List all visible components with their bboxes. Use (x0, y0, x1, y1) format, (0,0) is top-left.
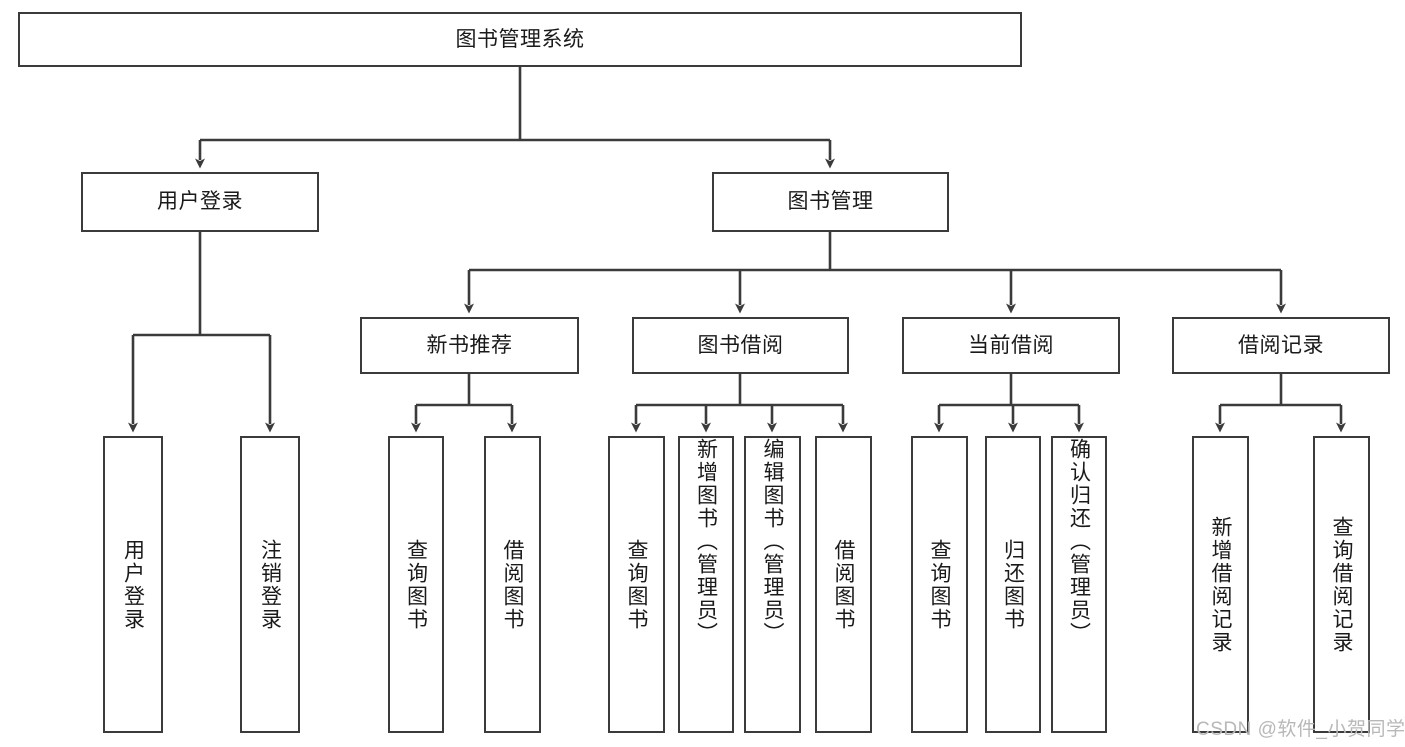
node-new-book-recommend-label: 新书推荐 (426, 333, 513, 357)
node-new-book-recommend[interactable]: 新书推荐 (360, 317, 579, 374)
node-book-manage-label: 图书管理 (787, 190, 874, 214)
leaf-confirm-return-admin-label: 确认归还（管理员） (1067, 438, 1091, 645)
node-book-borrow-label: 图书借阅 (697, 333, 784, 357)
node-borrow-record[interactable]: 借阅记录 (1172, 317, 1390, 374)
leaf-add-book-admin-label: 新增图书（管理员） (694, 438, 718, 645)
node-current-borrow-label: 当前借阅 (968, 333, 1054, 357)
leaf-query-book-1[interactable]: 查询图书 (388, 436, 444, 733)
leaf-return-book[interactable]: 归还图书 (985, 436, 1041, 733)
leaf-borrow-book-2[interactable]: 借阅图书 (815, 436, 872, 733)
leaf-return-book-label: 归还图书 (1001, 538, 1025, 631)
leaf-query-book-1-label: 查询图书 (404, 538, 428, 631)
csdn-watermark: CSDN @软件_小贺同学 (1196, 719, 1405, 740)
leaf-user-login[interactable]: 用户登录 (103, 436, 163, 733)
node-current-borrow[interactable]: 当前借阅 (902, 317, 1120, 374)
leaf-confirm-return-admin[interactable]: 确认归还（管理员） (1051, 436, 1107, 733)
leaf-edit-book-admin-label: 编辑图书（管理员） (761, 438, 784, 645)
node-user-login-label: 用户登录 (157, 190, 243, 214)
leaf-query-book-3[interactable]: 查询图书 (911, 436, 968, 733)
leaf-borrow-book-2-label: 借阅图书 (832, 538, 855, 631)
leaf-borrow-book-1[interactable]: 借阅图书 (484, 436, 541, 733)
leaf-add-book-admin[interactable]: 新增图书（管理员） (678, 436, 734, 733)
leaf-query-book-2-label: 查询图书 (625, 538, 648, 631)
node-book-manage[interactable]: 图书管理 (712, 172, 949, 232)
leaf-query-book-2[interactable]: 查询图书 (608, 436, 665, 733)
leaf-edit-book-admin[interactable]: 编辑图书（管理员） (744, 436, 801, 733)
leaf-query-borrow-record[interactable]: 查询借阅记录 (1313, 436, 1370, 733)
node-root-label: 图书管理系统 (455, 27, 585, 51)
node-user-login[interactable]: 用户登录 (81, 172, 319, 232)
leaf-user-login-label: 用户登录 (121, 538, 145, 631)
leaf-add-borrow-record-label: 新增借阅记录 (1209, 515, 1232, 654)
leaf-add-borrow-record[interactable]: 新增借阅记录 (1192, 436, 1249, 733)
leaf-query-book-3-label: 查询图书 (928, 538, 951, 631)
leaf-user-logout-label: 注销登录 (258, 538, 282, 631)
node-borrow-record-label: 借阅记录 (1238, 333, 1324, 357)
leaf-borrow-book-1-label: 借阅图书 (501, 538, 524, 631)
node-root[interactable]: 图书管理系统 (18, 12, 1022, 67)
leaf-query-borrow-record-label: 查询借阅记录 (1330, 515, 1353, 654)
node-book-borrow[interactable]: 图书借阅 (632, 317, 849, 374)
leaf-user-logout[interactable]: 注销登录 (240, 436, 300, 733)
